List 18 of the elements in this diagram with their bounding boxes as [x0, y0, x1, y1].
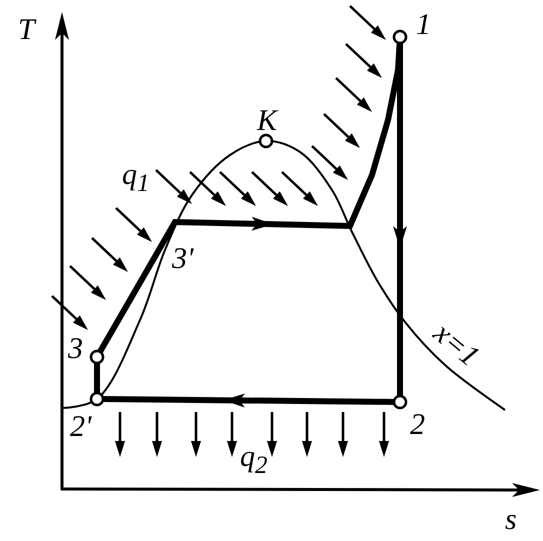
state-point	[90, 350, 104, 364]
point-label: 3'	[172, 244, 194, 274]
process-line	[94, 363, 100, 393]
state-point	[90, 392, 104, 406]
process-line	[102, 393, 394, 408]
point-label: 1	[416, 10, 431, 40]
point-label: K	[257, 106, 278, 136]
process-line	[393, 43, 407, 396]
axis-label: T	[18, 15, 35, 45]
state-point	[392, 394, 408, 410]
state-point	[258, 134, 274, 148]
point-label: 3	[68, 334, 83, 364]
point-label: 2'	[70, 412, 92, 442]
axis-label: s	[505, 505, 517, 535]
heat-label: q$_{1}$	[122, 160, 150, 196]
state-point	[392, 30, 408, 44]
point-label: 2	[410, 410, 425, 440]
heat-label: q$_{2}$	[240, 442, 268, 478]
